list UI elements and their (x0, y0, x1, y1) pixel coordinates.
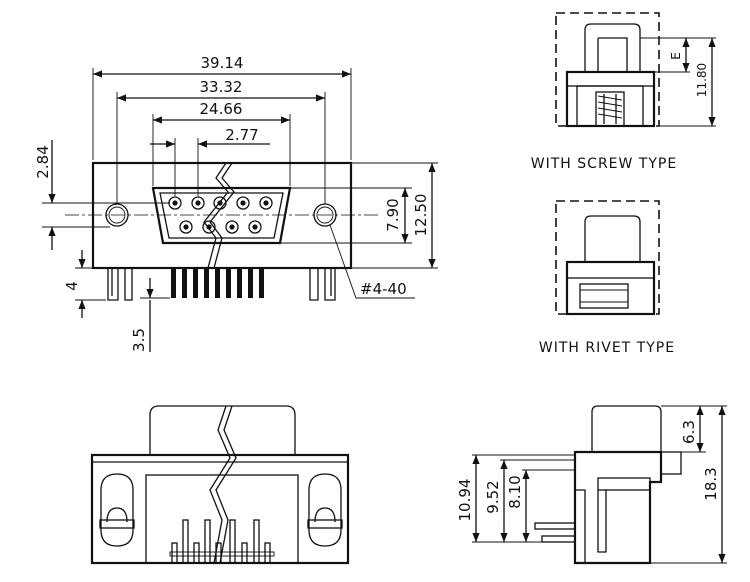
dim-39-14: 39.14 (201, 54, 244, 72)
d-shell-outer (151, 186, 292, 245)
dim-7-90: 7.90 (384, 198, 402, 231)
rivet-left (99, 473, 135, 547)
dim-8-10: 8.10 (506, 475, 524, 508)
boardlock-left (107, 268, 119, 301)
screw-thread (597, 94, 623, 124)
pin-row-bottom (179, 220, 262, 234)
dim-9-52: 9.52 (484, 480, 502, 513)
side-pin-lower (541, 535, 576, 543)
dim-33-32: 33.32 (200, 78, 243, 96)
pin-row-top (168, 196, 273, 210)
dim-6-3: 6.3 (680, 420, 698, 444)
dim-24-66: 24.66 (200, 100, 243, 118)
side-view: 10.94 9.52 8.10 6.3 18.3 (456, 405, 727, 565)
solder-pins (171, 268, 264, 298)
caption-rivet-type: WITH RIVET TYPE (539, 340, 675, 356)
dim-18-3: 18.3 (702, 467, 720, 500)
front-view: 39.14 33.32 24.66 2.77 2.84 7.90 12.50 (34, 54, 438, 352)
dim-12-50: 12.50 (412, 194, 430, 237)
contact-posts (169, 519, 275, 564)
thread-callout: #4-40 (360, 280, 407, 298)
dim-10-94: 10.94 (456, 479, 474, 522)
side-pin-upper (534, 522, 576, 530)
dim-e: E (669, 52, 683, 60)
screw-type-view: E 11.80 WITH SCREW TYPE (531, 12, 716, 172)
caption-screw-type: WITH SCREW TYPE (531, 156, 677, 172)
front-flange (91, 161, 353, 270)
rivet-right (307, 473, 343, 547)
dim-11-80: 11.80 (695, 63, 709, 97)
break-line (203, 162, 229, 269)
dim-4: 4 (63, 281, 81, 291)
dim-3-5: 3.5 (130, 328, 148, 352)
bottom-front-view (90, 405, 350, 565)
dim-2-77: 2.77 (225, 126, 258, 144)
d-shell-inner (159, 192, 284, 239)
boardlock-right (309, 268, 319, 301)
rivet-type-view: WITH RIVET TYPE (539, 200, 675, 356)
dim-2-84: 2.84 (34, 145, 52, 178)
